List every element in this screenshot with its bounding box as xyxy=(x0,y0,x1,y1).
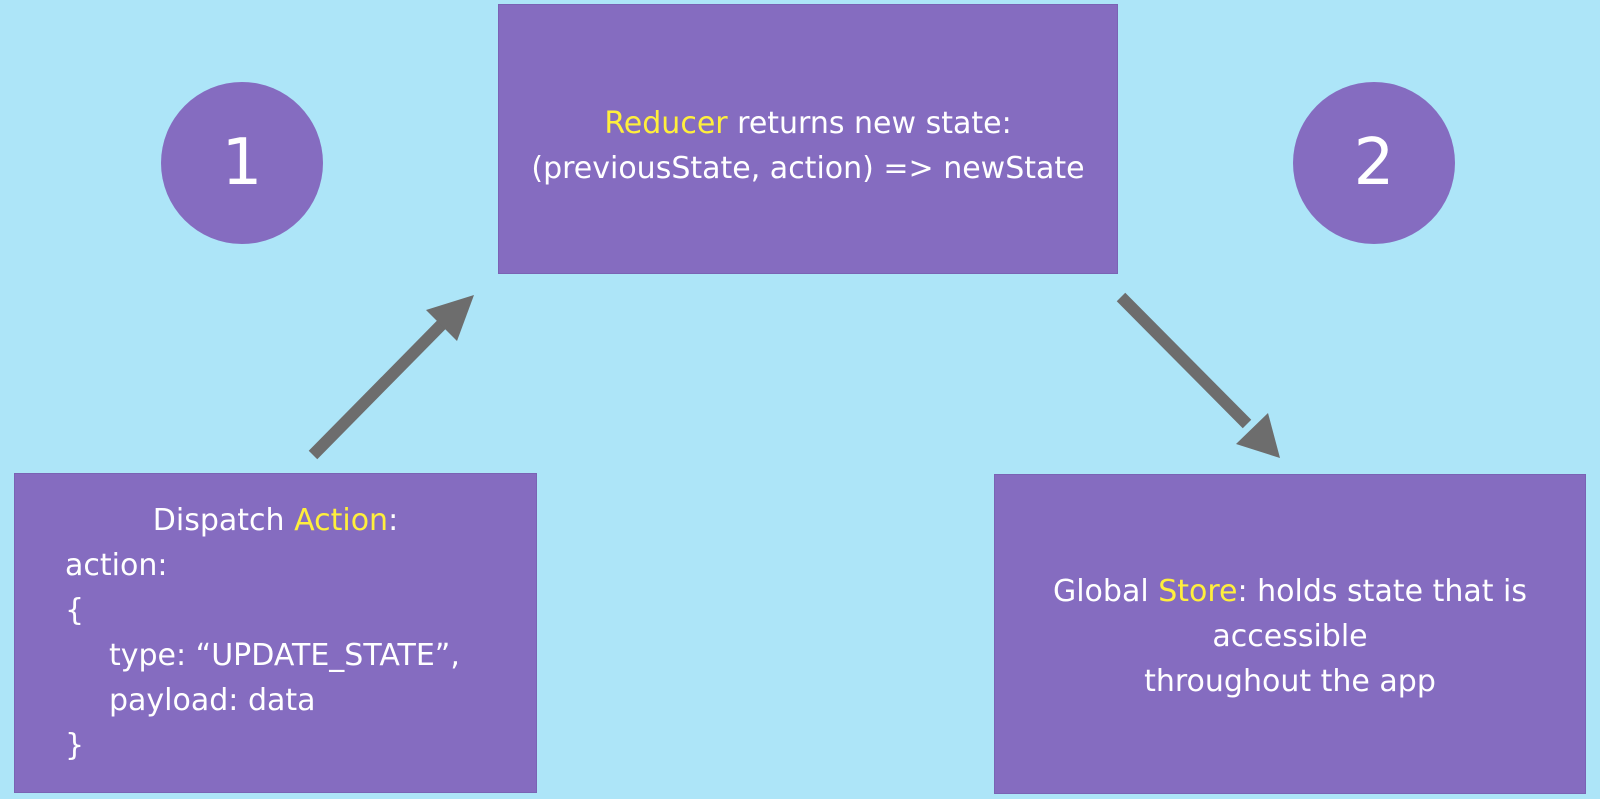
step-1-circle: 1 xyxy=(161,82,323,244)
store-line-3: throughout the app xyxy=(1144,664,1436,699)
reducer-title: Reducer returns new state: xyxy=(499,101,1117,146)
store-title: Global Store: holds state that is xyxy=(995,569,1585,614)
store-description: : holds state that is xyxy=(1237,574,1528,609)
arrow-reducer-to-store xyxy=(1116,292,1280,458)
code-line-action: action: xyxy=(65,548,168,583)
store-keyword: Store xyxy=(1158,574,1238,609)
dispatch-action-box: Dispatch Action: action: { type: “UPDATE… xyxy=(14,473,537,793)
code-line-open-brace: { xyxy=(65,593,85,628)
arrow-dispatch-to-reducer xyxy=(308,295,474,460)
dispatch-title: Dispatch Action: xyxy=(15,498,536,543)
code-line-payload: payload: data xyxy=(109,683,316,718)
step-1-number: 1 xyxy=(221,126,263,200)
step-2-number: 2 xyxy=(1353,126,1395,200)
store-prefix: Global xyxy=(1052,574,1159,609)
dispatch-suffix: : xyxy=(388,503,399,538)
reducer-box: Reducer returns new state: (previousStat… xyxy=(498,4,1118,274)
code-line-close-brace: } xyxy=(65,728,85,763)
step-2-circle: 2 xyxy=(1293,82,1455,244)
global-store-box: Global Store: holds state that is access… xyxy=(994,474,1586,794)
reducer-signature: (previousState, action) => newState xyxy=(531,151,1085,186)
code-line-type: type: “UPDATE_STATE”, xyxy=(109,638,460,673)
store-line-2: accessible xyxy=(1212,619,1368,654)
dispatch-prefix: Dispatch xyxy=(152,503,295,538)
reducer-keyword: Reducer xyxy=(604,106,728,141)
action-keyword: Action xyxy=(294,503,389,538)
reducer-description: returns new state: xyxy=(727,106,1012,141)
